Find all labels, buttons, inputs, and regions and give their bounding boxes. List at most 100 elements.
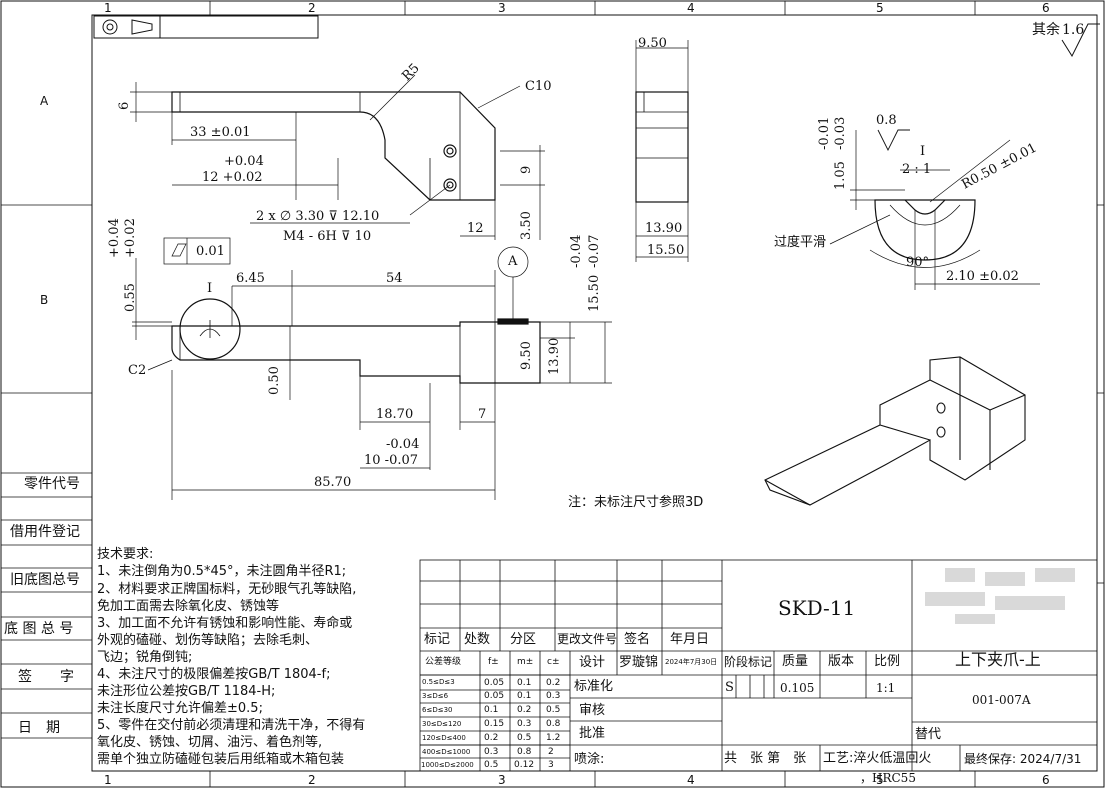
tol-row-2-m: 0.1: [517, 691, 532, 701]
tech-req-line-8: 未注形位公差按GB/T 1184-H;: [97, 684, 276, 699]
tol-row-6-f: 0.3: [484, 747, 499, 757]
dim-9-50-side: 9.50: [519, 341, 534, 370]
dim-0-55-tol-b: +0.02: [123, 218, 138, 258]
dim-0-55-tol-a: +0.04: [107, 218, 122, 258]
side-label-base-drawing: 底 图 总 号: [4, 621, 74, 637]
dim-12: 12: [467, 221, 484, 236]
company-logo: [925, 568, 1075, 624]
detail-angle: 90°: [906, 255, 930, 270]
roughness-other-label: 其余: [1032, 22, 1060, 38]
detail-2-10: 2.10 ±0.02: [946, 269, 1019, 284]
zone-number-top-2: 2: [308, 1, 316, 15]
design-date: 2024年7月30日: [665, 658, 718, 666]
mass-value: 0.105: [780, 681, 815, 695]
dim-15-50-tol-b: -0.07: [587, 234, 602, 268]
zone-number-top-4: 4: [687, 1, 695, 15]
stage-value: S: [725, 680, 734, 695]
standardization-label: 标准化: [574, 679, 614, 694]
tech-req-line-6: 飞边；锐角倒钝;: [97, 650, 193, 665]
process: 工艺:淬火低温回火: [823, 751, 932, 766]
tech-requirements-title: 技术要求:: [97, 547, 154, 562]
dim-0-55: 0.55: [123, 283, 138, 312]
part-name: 上下夹爪-上: [955, 650, 1041, 669]
flatness-value: 0.01: [196, 244, 225, 259]
zone-number-top-1: 1: [104, 1, 112, 15]
zone-number-bottom-6: 6: [1042, 773, 1050, 787]
detail-scale: 2 : 1: [902, 162, 932, 177]
tol-header-m: m±: [517, 657, 534, 667]
side-table: [1, 472, 92, 739]
tol-row-5-f: 0.2: [484, 733, 499, 743]
dim-15-50-tol-a: -0.04: [569, 234, 584, 268]
tol-row-4-c: 0.8: [546, 719, 561, 729]
dim-c10: C10: [525, 79, 552, 94]
dim-holes: 2 x ∅ 3.30 ⊽ 12.10: [256, 209, 380, 224]
dim-33: 33 ±0.01: [190, 125, 251, 140]
tech-req-line-9: 未注长度尺寸允许偏差±0.5;: [97, 701, 263, 716]
roughness-symbol: [1061, 23, 1100, 58]
review-label: 审核: [579, 703, 606, 718]
zone-letter-a: A: [40, 94, 49, 108]
dim-9-top: 9: [519, 165, 534, 174]
tol-row-1-range: 0.5≤D≤3: [422, 678, 455, 686]
tech-req-line-12: 需单个独立防磕碰包装后用纸箱或木箱包装: [97, 752, 345, 767]
design-label: 设计: [579, 655, 606, 670]
projection-symbol-box: [93, 15, 319, 39]
zone-number-bottom-5: 5: [876, 773, 884, 787]
tol-row-4-range: 30≤D≤120: [422, 720, 462, 728]
tol-row-1-f: 0.05: [484, 678, 505, 688]
side-view: [635, 91, 689, 203]
tech-req-line-7: 4、未注尺寸的极限偏差按GB/T 1804-f;: [97, 667, 331, 682]
detail-i-marker: I: [207, 281, 213, 296]
zone-letter-b: B: [40, 293, 49, 307]
tol-row-5-range: 120≤D≤400: [422, 734, 466, 742]
detail-tol-a: -0.01: [817, 116, 832, 150]
side-label-signature: 签 字: [18, 669, 74, 685]
detail-1-05: 1.05: [833, 161, 848, 190]
dim-12-tol-upper: +0.04: [224, 154, 264, 169]
tol-row-7-c: 3: [548, 760, 554, 770]
version-label: 版本: [828, 654, 855, 669]
zone-number-bottom-3: 3: [498, 773, 506, 787]
dim-6-45: 6.45: [236, 271, 265, 286]
datum-a: A: [508, 254, 518, 269]
scale-value: 1:1: [876, 681, 896, 695]
scale-label: 比例: [874, 654, 901, 669]
roughness-other-value: 1.6: [1062, 22, 1085, 38]
material: SKD-11: [778, 596, 856, 620]
detail-title: I: [920, 144, 926, 159]
tech-req-line-2: 2、材料要求正牌国标料，无砂眼气孔等缺陷,: [97, 582, 357, 597]
tol-row-3-f: 0.1: [484, 705, 499, 715]
mass-label: 质量: [782, 654, 809, 669]
sheet-count: 共 张 第 张: [724, 751, 807, 766]
title-block-grid: [419, 559, 1098, 772]
tech-req-line-3: 免加工面需去除氧化皮、锈蚀等: [97, 599, 280, 614]
isometric-view: [764, 356, 1026, 506]
stage-mark-label: 阶段标记: [724, 655, 773, 669]
tech-req-line-11: 氧化皮、锈蚀、切屑、油污、着色剂等,: [97, 735, 323, 750]
rev-header-date: 年月日: [670, 632, 710, 647]
dim-c2: C2: [128, 363, 147, 378]
tol-row-6-c: 2: [548, 747, 554, 757]
zone-number-bottom-2: 2: [308, 773, 316, 787]
tol-row-7-m: 0.12: [514, 760, 535, 770]
detail-roughness: 0.8: [876, 113, 897, 128]
dim-13-90-side: 13.90: [547, 337, 562, 375]
tol-row-1-c: 0.2: [546, 678, 561, 688]
dim-9-50-top: 9.50: [638, 36, 667, 51]
side-view-dimensions: [635, 40, 689, 262]
dim-12-tol: 12 +0.02: [202, 170, 263, 185]
top-view-dimensions: [130, 74, 545, 240]
tol-row-3-c: 0.5: [546, 705, 561, 715]
dim-15-50-top: 15.50: [647, 243, 685, 258]
dim-13-90-top: 13.90: [645, 221, 683, 236]
dim-10-tol-upper: -0.04: [386, 437, 420, 452]
dim-54: 54: [386, 271, 403, 286]
tech-req-line-1: 1、未注倒角为0.5*45°，未注圆角半径R1;: [97, 564, 347, 579]
tol-row-7-range: 1000≤D≤2000: [421, 761, 474, 769]
front-view-dimensions: [132, 237, 612, 500]
tol-header-f: f±: [488, 657, 499, 667]
tol-row-3-range: 6≤D≤30: [422, 706, 453, 714]
rev-header-sign: 签名: [624, 632, 651, 647]
